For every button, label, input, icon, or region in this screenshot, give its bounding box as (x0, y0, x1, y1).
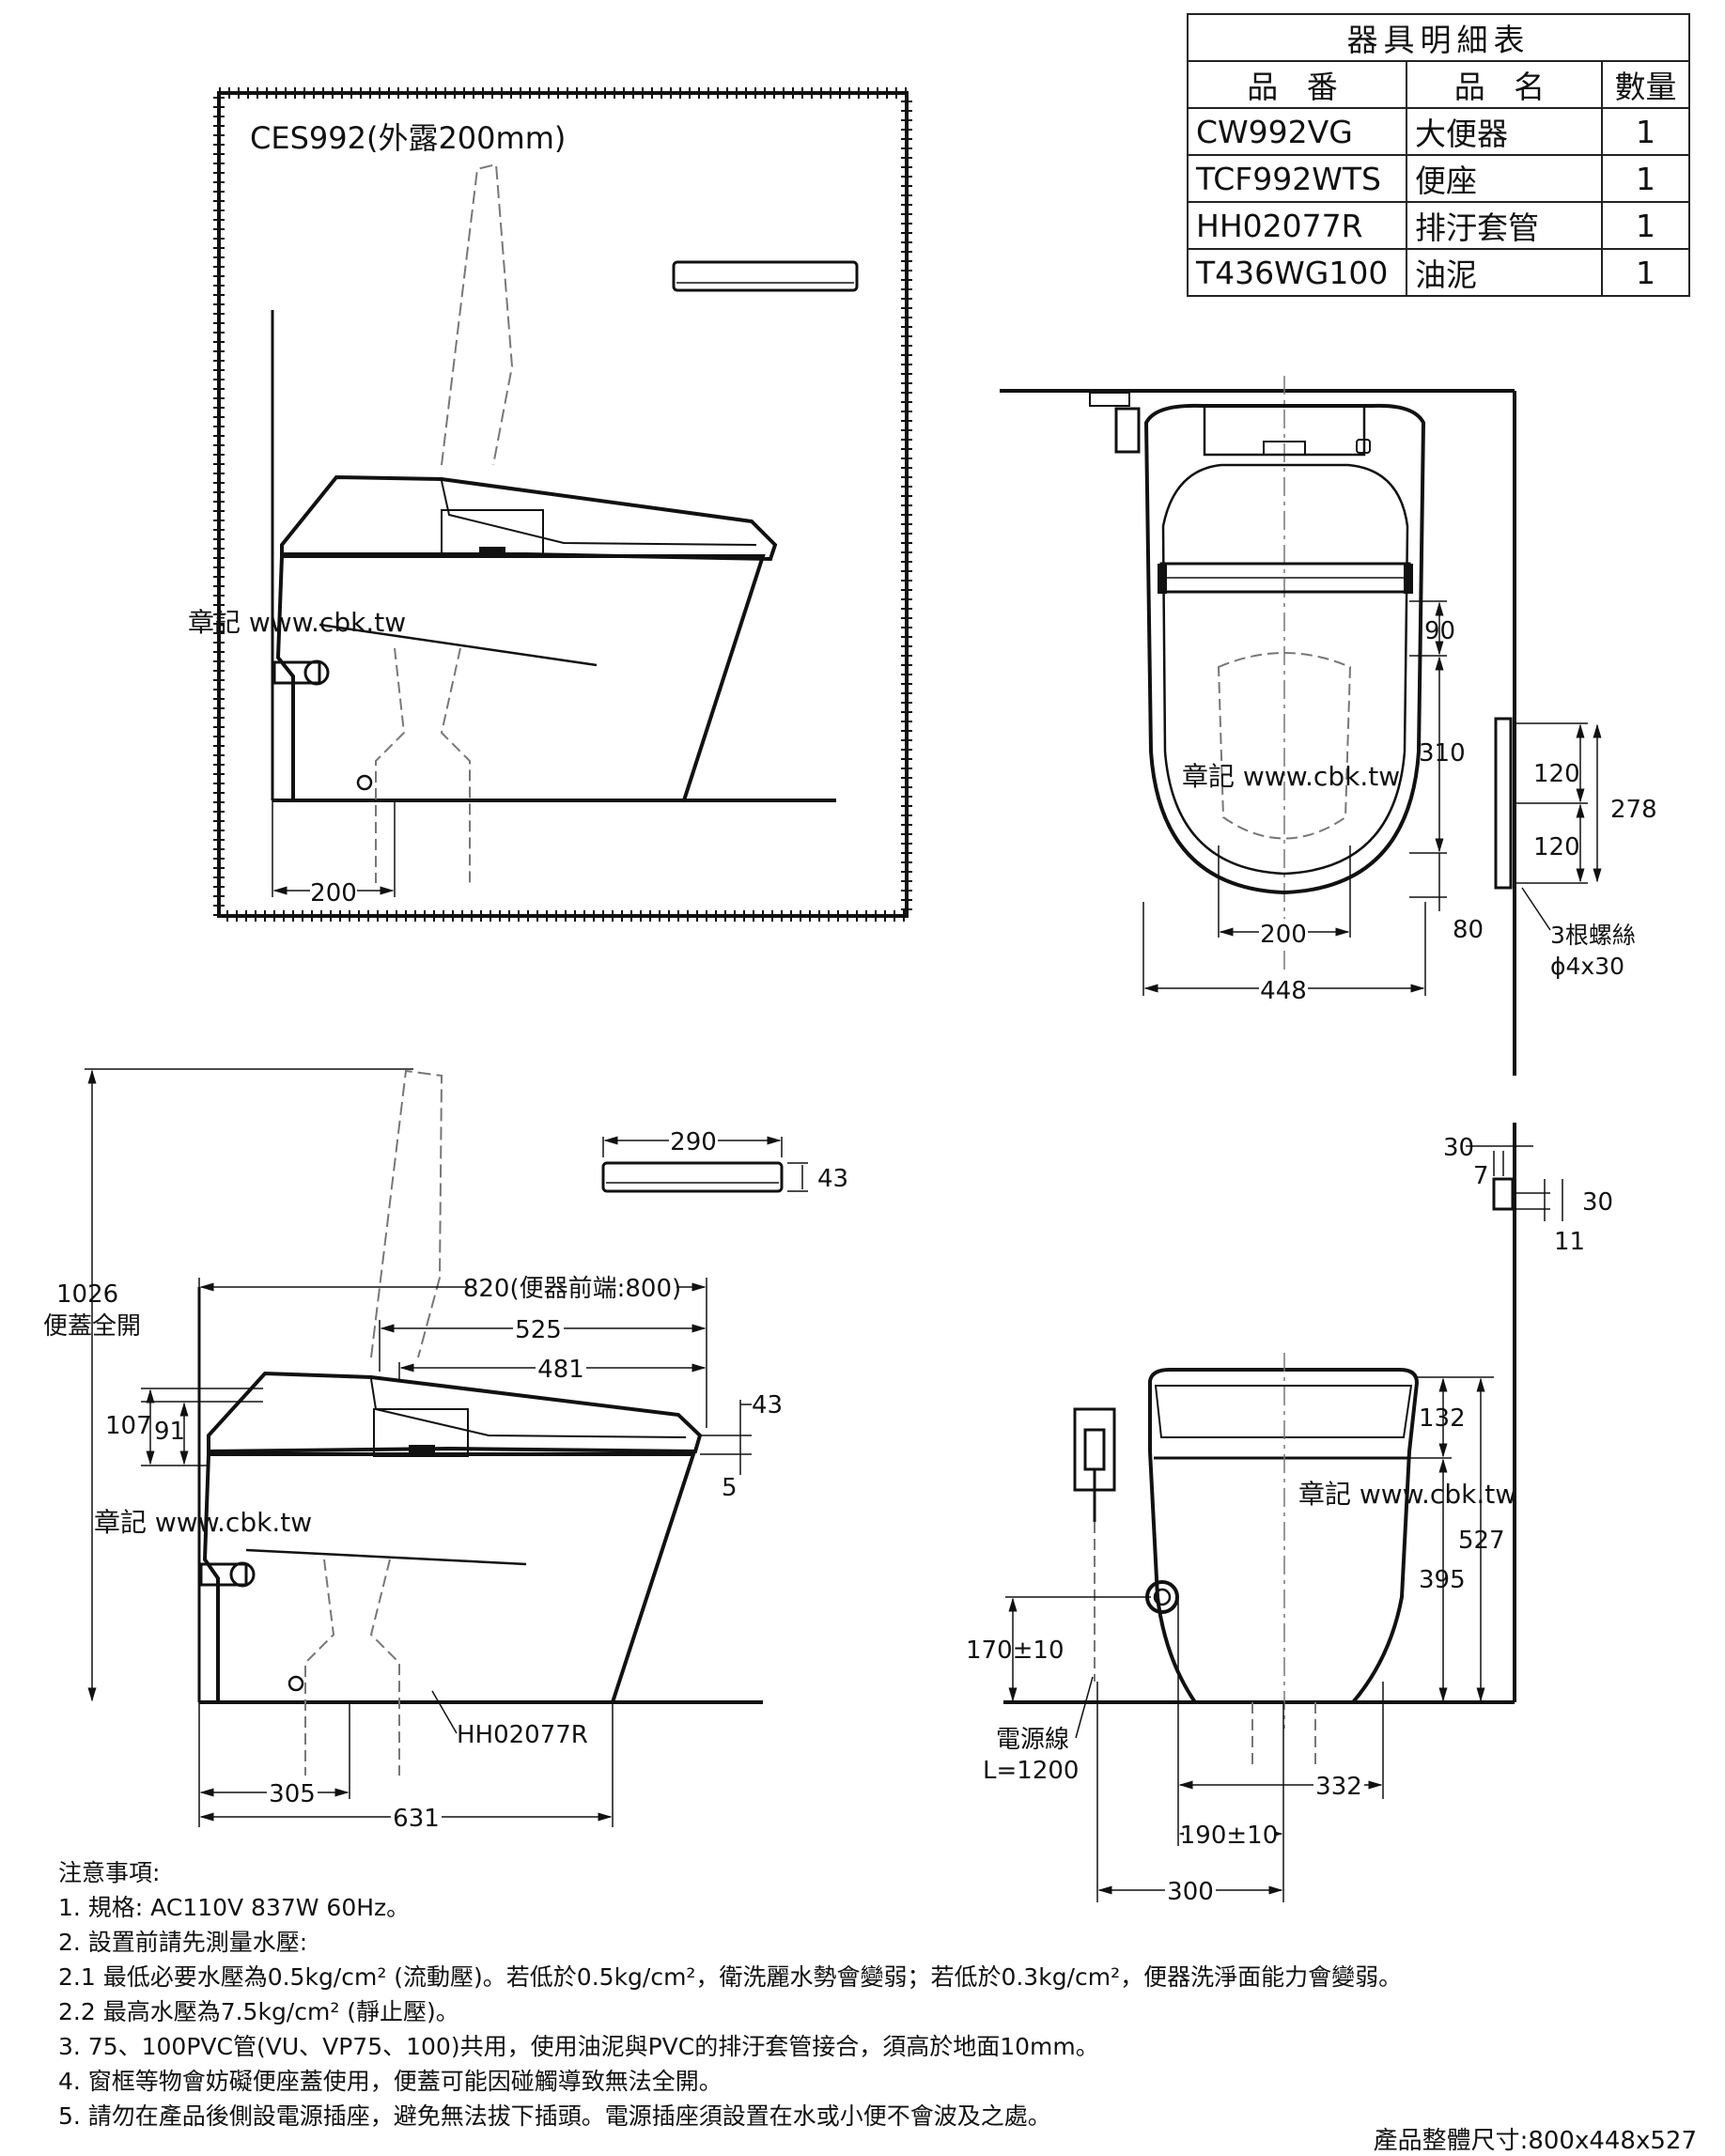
screw-note-2: ϕ4x30 (1550, 953, 1624, 980)
dim-200-top: 200 (1260, 921, 1307, 949)
part-name: 油泥 (1406, 248, 1603, 297)
note-line: 1. 規格: AC110V 837W 60Hz。 (58, 1894, 411, 1921)
part-qty: 1 (1601, 154, 1690, 203)
dim-525: 525 (515, 1316, 562, 1344)
notes-heading: 注意事項: (58, 1859, 161, 1886)
note-line: 3. 75、100PVC管(VU、VP75、100)共用，使用油泥與PVC的排汙… (58, 2033, 1099, 2060)
dim-7: 7 (1473, 1162, 1489, 1190)
dim-5: 5 (722, 1474, 738, 1502)
note-line: 4. 窗框等物會妨礙便座蓋使用，便蓋可能因碰觸導致無法全開。 (58, 2068, 723, 2095)
table-row: TCF992WTS 便座 1 (1187, 154, 1690, 203)
dim-481: 481 (537, 1356, 584, 1384)
cord-label-1: 電源線 (996, 1726, 1069, 1754)
dim-332: 332 (1315, 1773, 1362, 1801)
part-label-hh02077r: HH02077R (457, 1721, 588, 1749)
screw-note-1: 3根螺絲 (1550, 922, 1636, 949)
model-label: CES992(外露200mm) (250, 120, 566, 156)
dim-1026-note: 便蓋全開 (43, 1312, 141, 1341)
part-name: 大便器 (1406, 107, 1603, 156)
dim-80: 80 (1453, 916, 1484, 944)
dim-120-a: 120 (1533, 760, 1580, 788)
dim-290: 290 (670, 1128, 717, 1156)
header-code: 品 番 (1187, 60, 1407, 109)
dim-1026: 1026 (56, 1280, 118, 1309)
table-row: CW992VG 大便器 1 (1187, 107, 1690, 156)
note-line: 2. 設置前請先測量水壓: (58, 1929, 308, 1956)
dim-300: 300 (1167, 1878, 1214, 1906)
note-line: 2.1 最低必要水壓為0.5kg/cm² (流動壓)。若低於0.5kg/cm²，… (58, 1963, 1403, 1991)
remote-views: 290 43 30 7 30 11 (601, 1123, 1613, 1702)
notes: 注意事項: 1. 規格: AC110V 837W 60Hz。 2. 設置前請先測… (58, 1855, 1674, 2133)
front-view: 132 527 395 170±10 電源線 L=1200 332 190±10… (966, 1353, 1516, 1906)
parts-table-title: 器具明細表 (1187, 13, 1690, 62)
part-qty: 1 (1601, 248, 1690, 297)
remote-front (601, 1161, 784, 1193)
dim-448: 448 (1260, 977, 1307, 1005)
part-qty: 1 (1601, 107, 1690, 156)
part-code: CW992VG (1187, 107, 1407, 156)
dim-132: 132 (1419, 1404, 1466, 1433)
header-qty: 數量 (1601, 60, 1690, 109)
dim-310: 310 (1419, 739, 1466, 768)
part-name: 便座 (1406, 154, 1603, 203)
part-name: 排汙套管 (1406, 201, 1603, 250)
dim-30-a: 30 (1443, 1134, 1474, 1162)
dim-170: 170±10 (966, 1636, 1065, 1665)
table-row: HH02077R 排汙套管 1 (1187, 201, 1690, 250)
dim-107: 107 (105, 1412, 152, 1440)
dim-527: 527 (1458, 1527, 1505, 1555)
dim-91: 91 (154, 1418, 185, 1446)
note-line: 2.2 最高水壓為7.5kg/cm² (靜止壓)。 (58, 1998, 459, 2025)
watermark: 章記 www.cbk.tw (94, 1507, 312, 1538)
note-line: 5. 請勿在產品後側設電源插座，避免無法拔下插頭。電源插座須設置在水或小便不會波… (58, 2102, 1051, 2130)
part-qty: 1 (1601, 201, 1690, 250)
dim-90: 90 (1424, 617, 1455, 645)
dim-395: 395 (1419, 1566, 1466, 1594)
parts-table: 器具明細表 品 番 品 名 數量 CW992VG 大便器 1 TCF992WTS… (1187, 13, 1690, 297)
watermark: 章記 www.cbk.tw (1298, 1479, 1516, 1510)
part-code: T436WG100 (1187, 248, 1407, 297)
dim-820: 820(便器前端:800) (463, 1275, 681, 1303)
frame-ticks (213, 87, 912, 922)
side-view-bottom: 1026 便蓋全開 820(便器前端:800) 525 481 (43, 1068, 783, 1833)
dim-120-b: 120 (1533, 833, 1580, 861)
part-code: TCF992WTS (1187, 154, 1407, 203)
dim-43: 43 (752, 1391, 783, 1419)
header-name: 品 名 (1406, 60, 1603, 109)
dim-30-b: 30 (1582, 1188, 1613, 1217)
table-row: T436WG100 油泥 1 (1187, 248, 1690, 297)
part-code: HH02077R (1187, 201, 1407, 250)
side-view-top: CES992(外露200mm) 200 章記 www.cbk.tw (188, 87, 912, 922)
dim-43-remote: 43 (817, 1165, 848, 1193)
dim-190: 190±10 (1180, 1822, 1279, 1850)
dim-11: 11 (1554, 1228, 1585, 1256)
dim-278: 278 (1610, 796, 1657, 824)
dim-200: 200 (310, 879, 357, 907)
overall-dimensions: 產品整體尺寸:800x448x527 (1373, 2127, 1697, 2155)
cord-label-2: L=1200 (983, 1757, 1079, 1785)
watermark: 章記 www.cbk.tw (1182, 761, 1400, 792)
top-view: 90 310 80 200 448 120 120 278 3根螺絲 ϕ4x30… (1000, 376, 1657, 1076)
frame-border (217, 91, 909, 918)
dim-305: 305 (269, 1780, 316, 1808)
watermark: 章記 www.cbk.tw (188, 607, 406, 638)
dim-631: 631 (393, 1805, 440, 1833)
